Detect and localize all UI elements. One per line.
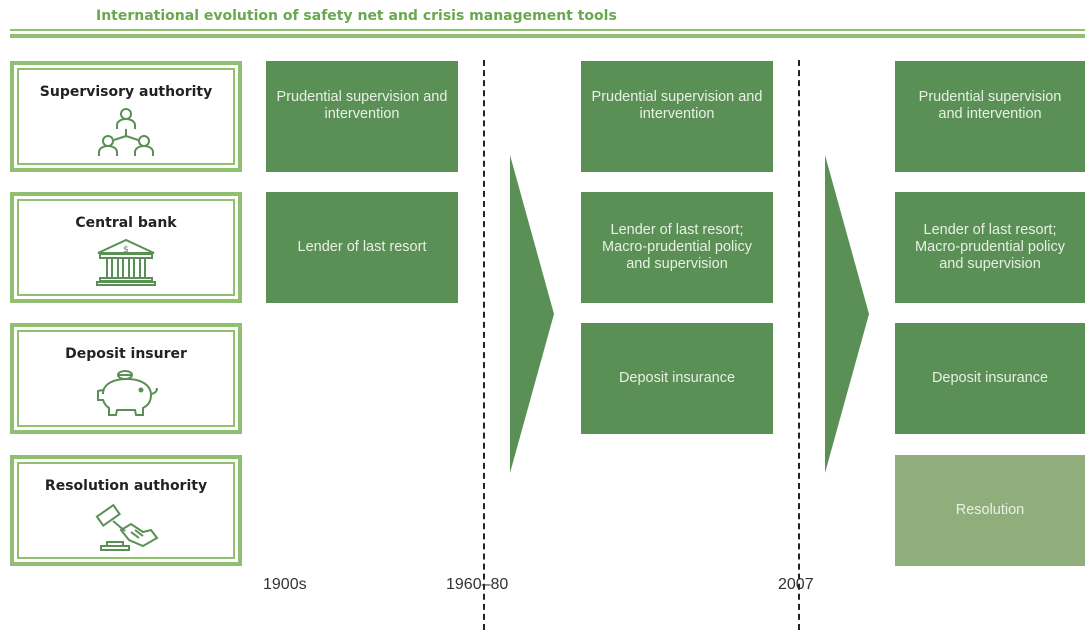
cell-2007-supervision: Prudential supervision and intervention — [895, 61, 1085, 172]
cell-1960-80-deposit-insurance: Deposit insurance — [581, 323, 773, 434]
cell-text: Lender of last resort; Macro-prudential … — [915, 222, 1065, 272]
cell-2007-resolution: Resolution — [895, 455, 1085, 566]
diagram-title: International evolution of safety net an… — [96, 8, 617, 24]
transition-arrow-1 — [510, 155, 554, 473]
era-label-1900s: 1900s — [263, 576, 307, 593]
transition-arrow-2 — [825, 155, 869, 473]
piggy-bank-icon — [97, 370, 158, 416]
people-hierarchy-icon — [98, 108, 154, 156]
cell-text: Lender of last resort — [297, 239, 427, 255]
gavel-handshake-icon — [95, 503, 159, 551]
cell-text: Prudential supervision and intervention — [276, 89, 448, 122]
actor-label: Resolution authority — [44, 478, 208, 494]
actor-resolution-authority: Resolution authority — [10, 455, 242, 566]
cell-text: Deposit insurance — [618, 370, 736, 386]
cell-2007-deposit-insurance: Deposit insurance — [895, 323, 1085, 434]
cell-text: Prudential supervision and intervention — [918, 89, 1062, 122]
cell-text: Lender of last resort; Macro-prudential … — [602, 222, 752, 272]
actor-supervisory-authority: Supervisory authority — [10, 61, 242, 172]
actor-label: Deposit insurer — [65, 346, 187, 362]
cell-1960-80-supervision: Prudential supervision and intervention — [581, 61, 773, 172]
bank-building-icon: $ — [96, 238, 156, 286]
actor-deposit-insurer: Deposit insurer — [10, 323, 242, 434]
cell-text: Prudential supervision and intervention — [591, 89, 763, 122]
cell-2007-central-bank: Lender of last resort; Macro-prudential … — [895, 192, 1085, 303]
era-label-1960-80: 1960–80 — [446, 576, 509, 593]
cell-text: Deposit insurance — [931, 370, 1049, 386]
cell-1960-80-central-bank: Lender of last resort; Macro-prudential … — [581, 192, 773, 303]
actor-label: Central bank — [75, 215, 177, 231]
actor-label: Supervisory authority — [39, 84, 213, 100]
period-divider-1960-80 — [483, 60, 485, 630]
period-divider-2007 — [798, 60, 800, 630]
title-rule-thick — [10, 34, 1085, 38]
cell-1900s-central-bank: Lender of last resort — [266, 192, 458, 303]
actor-central-bank: Central bank $ — [10, 192, 242, 303]
cell-text: Resolution — [955, 502, 1025, 518]
cell-1900s-supervision: Prudential supervision and intervention — [266, 61, 458, 172]
svg-text:$: $ — [123, 245, 129, 255]
era-label-2007: 2007 — [778, 576, 814, 593]
title-rule — [10, 29, 1085, 31]
